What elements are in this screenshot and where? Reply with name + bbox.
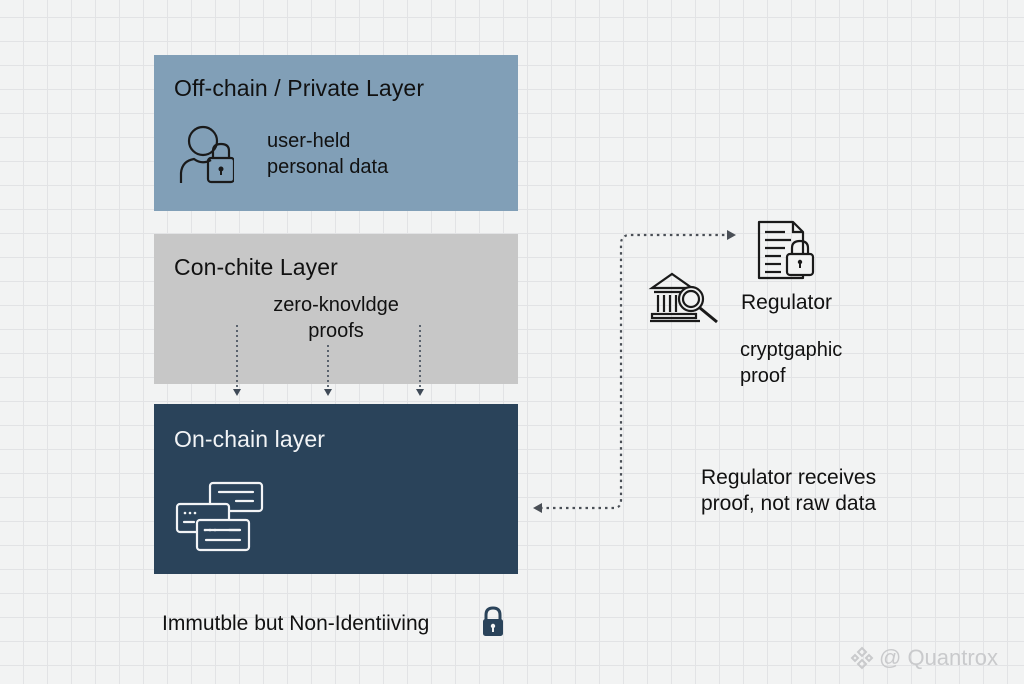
connector-arrowhead-left <box>533 503 542 513</box>
lock-icon <box>483 606 503 636</box>
watermark-logo-icon <box>850 646 874 670</box>
middle-layer-box: Con-chite Layer zero-knovldge proofs <box>154 234 518 384</box>
regulator-connector-line <box>540 233 728 510</box>
private-layer-box: Off-chain / Private Layer user-held pers… <box>154 55 518 211</box>
onchain-layer-title: On-chain layer <box>174 426 325 452</box>
private-layer-text-line1: user-held <box>267 130 351 152</box>
middle-layer-text-line2: proofs <box>308 320 364 342</box>
proof-text-line2: proof <box>740 365 786 387</box>
regulator-note-line2: proof, not raw data <box>701 492 877 515</box>
watermark: @ Quantrox <box>849 645 998 671</box>
middle-layer-text-line1: zero-knovldge <box>273 294 399 316</box>
private-layer-title: Off-chain / Private Layer <box>174 75 425 101</box>
private-layer-text-line2: personal data <box>267 156 389 178</box>
regulator-note-line1: Regulator receives <box>701 466 877 489</box>
footer-caption: Immutble but Non-Identiiving <box>162 612 430 635</box>
document-lock-icon <box>757 220 815 280</box>
regulator-label: Regulator <box>741 291 833 314</box>
down-arrowhead-center <box>324 389 332 396</box>
onchain-layer-box: On-chain layer <box>154 404 518 574</box>
watermark-text: @ Quantrox <box>879 645 998 670</box>
down-arrowhead-left <box>233 389 241 396</box>
ledger-records-icon <box>175 481 264 552</box>
down-arrowhead-right <box>416 389 424 396</box>
user-lock-icon <box>179 125 234 184</box>
middle-layer-title: Con-chite Layer <box>174 254 338 280</box>
proof-text-line1: cryptgaphic <box>740 339 843 361</box>
connector-arrowhead-right <box>727 230 736 240</box>
bank-search-icon <box>648 272 718 324</box>
